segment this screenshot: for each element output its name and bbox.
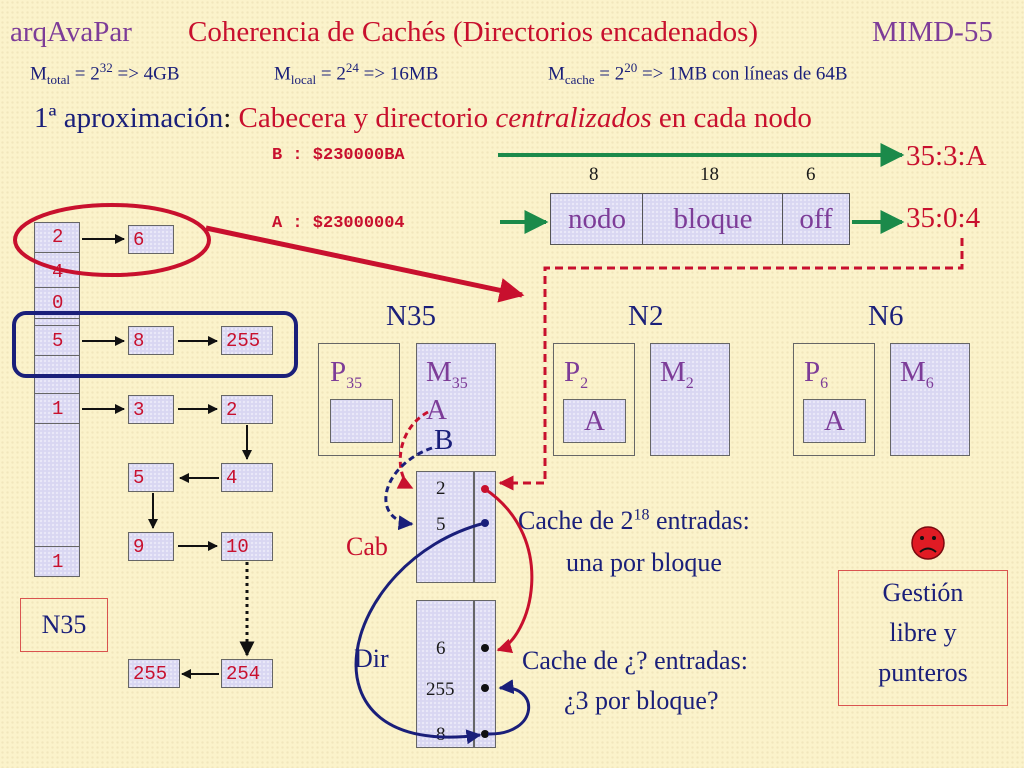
- dir-label: Dir: [354, 644, 389, 673]
- processor-p35: [318, 343, 400, 456]
- approach-line: 1ª aproximación: Cabecera y directorio c…: [34, 102, 812, 134]
- cab-value: 2: [436, 478, 446, 499]
- address-b: B : $230000BA: [272, 146, 405, 165]
- dir-value: 8: [436, 724, 446, 745]
- node-n35-label: N35: [386, 300, 436, 332]
- table-cell: 8: [128, 326, 174, 355]
- address-a-result: 35:0:4: [906, 202, 981, 234]
- address-a: A : $23000004: [272, 214, 405, 233]
- sad-face-icon: [911, 526, 945, 560]
- m35-a-label: A: [426, 394, 447, 426]
- table-node-label: N35: [20, 598, 108, 652]
- table-cell: 255: [221, 326, 273, 355]
- p2-cache-line: A: [563, 399, 626, 443]
- p35-cache-line: [330, 399, 393, 443]
- column-cell: 1: [34, 393, 80, 424]
- column-cell: 5: [34, 325, 80, 356]
- node-n6-label: N6: [868, 300, 904, 332]
- dir-value: 6: [436, 638, 446, 659]
- dir-note-line1: Cache de ¿? entradas:: [522, 646, 748, 675]
- table-cell: 5: [128, 463, 174, 492]
- table-cell: 10: [221, 532, 273, 561]
- table-cell: 255: [128, 659, 180, 688]
- management-line3: punteros: [878, 658, 968, 687]
- table-cell: 9: [128, 532, 174, 561]
- column-cell: 1: [34, 546, 80, 577]
- cab-note-line2: una por bloque: [566, 548, 722, 577]
- p6-cache-line: A: [803, 399, 866, 443]
- table-cell: 254: [221, 659, 273, 688]
- p2-label: P2: [564, 356, 589, 392]
- memory-local: Mlocal = 224 => 16MB: [274, 60, 439, 88]
- m35-b-label: B: [434, 424, 454, 456]
- cab-label: Cab: [346, 532, 388, 561]
- cab-pointer-column: [474, 471, 496, 583]
- cab-value: 5: [436, 514, 446, 535]
- table-cell: 3: [128, 395, 174, 424]
- pointer-column: [34, 222, 80, 577]
- address-b-result: 35:3:A: [906, 140, 987, 172]
- m6-label: M6: [900, 356, 934, 392]
- dir-pointer-column: [474, 600, 496, 748]
- table-cell: 4: [221, 463, 273, 492]
- cab-note-line1: Cache de 218 entradas:: [518, 506, 750, 535]
- p35-label: P35: [330, 356, 363, 392]
- management-note-box: [838, 570, 1008, 706]
- node-n2-label: N2: [628, 300, 664, 332]
- highlight-to-n35-arrow: [205, 225, 525, 303]
- column-cell: 2: [34, 222, 80, 253]
- memory-cache: Mcache = 220 => 1MB con líneas de 64B: [548, 60, 848, 88]
- management-line1: Gestión: [882, 578, 964, 607]
- management-line2: libre y: [889, 618, 957, 647]
- dir-value: 255: [426, 679, 455, 700]
- memory-total: Mtotal = 232 => 4GB: [30, 60, 180, 88]
- table-cell: 6: [128, 225, 174, 254]
- p6-label: P6: [804, 356, 829, 392]
- memory-m35: [416, 343, 496, 456]
- header-right: MIMD-55: [872, 16, 993, 48]
- column-cell: 0: [34, 288, 80, 319]
- field-nodo: nodo: [550, 193, 644, 245]
- header-left: arqAvaPar: [10, 16, 132, 48]
- table-cell: 2: [221, 395, 273, 424]
- page-title: Coherencia de Cachés (Directorios encade…: [188, 16, 759, 48]
- field-off: off: [782, 193, 850, 245]
- dir-note-line2: ¿3 por bloque?: [564, 686, 719, 715]
- field-bits-nodo: 8: [589, 164, 599, 185]
- field-bits-off: 6: [806, 164, 816, 185]
- m2-label: M2: [660, 356, 694, 392]
- field-bloque: bloque: [642, 193, 784, 245]
- field-bits-bloque: 18: [700, 164, 719, 185]
- m35-label: M35: [426, 356, 468, 392]
- column-cell: 4: [34, 257, 80, 288]
